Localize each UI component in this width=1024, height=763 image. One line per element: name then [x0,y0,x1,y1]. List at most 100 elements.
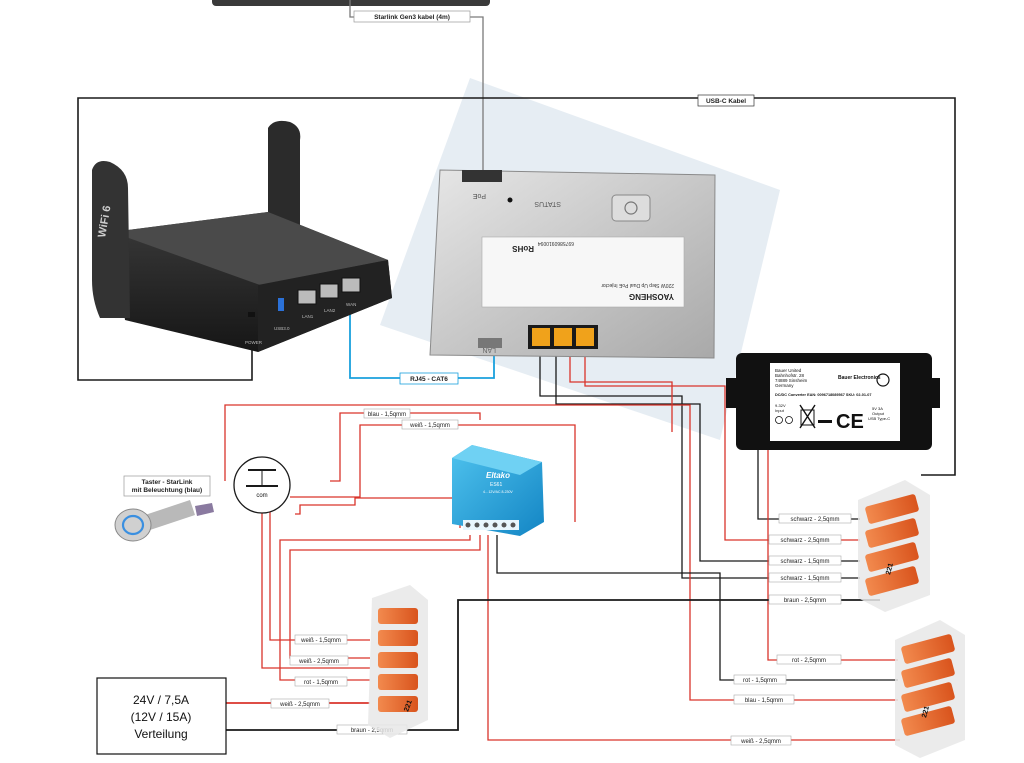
polarity-icon [775,416,783,424]
wire-label-weiss25l: weiß - 2,5qmm [279,702,320,708]
wago-left-lever [378,608,418,624]
supply-line-1: 24V / 7,5A [133,693,189,707]
injector-barcode: 6975860910094 [538,240,574,246]
injector-brand: YAOSHENG [629,292,674,301]
starlink-router-bottom [212,0,490,6]
wago-rb-lever [901,706,955,736]
travel-router: WiFi 6 POWER USB3.0 LAN1 LAN2 WAN [92,120,392,352]
wire-label-weiss15: weiß - 1,5qmm [300,638,341,644]
converter-company-2: Bahnhofstr. 28 [775,373,805,378]
wago-clamp-right-top: 221 [858,480,930,612]
poe-injector: PoE STATUS YAOSHENG 220W Step Up Dual Po… [429,169,716,359]
injector-status-led [507,197,513,203]
router-top [112,212,388,285]
starlink-cable-label: Starlink Gen3 kabel (4m) [374,14,450,21]
wire-label-weiss25: weiß - 2,5qmm [298,659,339,665]
relay-terminal [510,522,516,528]
injector-rohs: RoHS [512,244,534,253]
wago-left-text: 221 [403,699,414,712]
weee-bin-body [800,409,815,426]
wire-weiss-25-right [487,535,900,741]
router-port-label-lan2: LAN2 [324,308,336,313]
wire-label-rot15r: rot - 1,5qmm [743,678,777,684]
label-usbc: USB-C Kabel [697,94,755,107]
eltako-relay: Eltako ES61 4…12V/AC 8-230V [452,445,544,536]
polarity-icon-2 [785,416,793,424]
relay-terminal [501,522,507,528]
wire-blau-15 [330,412,481,482]
wago-rt-lever [865,494,919,524]
injector-terminal-2 [554,328,572,346]
relay-terminal [483,522,489,528]
switch-led-ring [121,514,145,536]
router-brand: WiFi 6 [96,205,113,239]
wago-left-lever [378,630,418,646]
wago-rt-text: 221 [885,562,895,575]
wire-inj-red-a [569,345,673,432]
wago-rt-lever [865,542,919,572]
router-port-usb [278,298,284,311]
converter-output-3: USB Type-C [868,416,890,421]
router-port-wan [341,277,361,293]
converter-ce: CE [836,411,864,433]
converter-brand: Bauer Electronics [838,375,881,381]
switch-title-2: mit Beleuchtung (blau) [132,487,202,494]
relay-terminal [474,522,480,528]
injector-poe-label: PoE [472,192,486,199]
injector-lan-label: LAN [482,346,496,353]
wire-label-blau15r: blau - 1,5qmm [745,698,783,704]
relay-top [452,445,542,475]
wago-left-lever [378,674,418,690]
wire-sw-to-relay [295,497,461,528]
wire-label-weiss1: weiß - 1,5qmm [409,423,450,429]
supply-box [96,677,227,755]
switch-title-1: Taster - StarLink [142,479,193,486]
dc-symbol-icon [818,420,832,423]
wire-inj-schwarz15b [539,345,860,579]
wago-left-lever [378,652,418,668]
relay-model: ES61 [490,482,502,488]
converter-output-2: Output [872,411,885,416]
wire-label-braun25: braun - 2,5qmm [784,598,826,604]
converter-company-3: 74889 Sinsheim [775,378,808,383]
wire-label-schwarz25b: schwarz - 2,5qmm [780,538,829,544]
wire-label-braun25l: braun - 2,5qmm [351,728,393,734]
wago-rb-text: 221 [921,705,931,718]
wago-left-lever [378,696,418,712]
router-antenna-left [92,161,130,318]
wire-label-schwarz15b: schwarz - 1,5qmm [780,576,829,582]
converter-ean: DC/DC Converter EAN: 0096718089567 SKU: … [775,393,871,397]
injector-terminal-1 [532,328,550,346]
power-icon [624,201,638,215]
injector-model: 220W Step Up Dual PoE Injector [601,282,674,288]
wago-rt-lever [865,518,919,548]
switch-head [114,508,152,542]
injector-power-button[interactable] [611,194,651,222]
label-rj45: RJ45 - CAT6 [399,372,459,385]
usbc-cable-label: USB-C Kabel [706,98,746,105]
relay-terminal [492,522,498,528]
supply-line-3: Verteilung [134,727,187,741]
label-starlink-cable: Starlink Gen3 kabel (4m) [353,10,471,23]
injector-terminal-3 [576,328,594,346]
wago-rb-lever [901,658,955,688]
wire-label-rot25: rot - 2,5qmm [792,658,826,664]
relay-terminal [465,522,471,528]
injector-poe-port [462,170,502,182]
converter-input-2: Input [775,408,785,413]
wire-label-group: Starlink Gen3 kabel (4m) USB-C Kabel RJ4… [270,10,852,746]
wire-label-rot15l: rot - 1,5qmm [304,680,338,686]
wire-label-schwarz15a: schwarz - 1,5qmm [780,559,829,565]
converter-output-1: 5V 3A [872,406,883,411]
injector-lan-port [478,338,502,348]
wago-rb-lever [901,634,955,664]
relay-terminals [465,522,516,528]
converter-company-1: Bauer United [775,368,802,373]
wago-rt-lever [865,566,919,596]
injector-sticker: YAOSHENG 220W Step Up Dual PoE Injector … [481,236,685,308]
wire-label-schwarz25: schwarz - 2,5qmm [790,517,839,523]
converter-input-1: 9-32V [775,403,786,408]
supply-line-2: (12V / 15A) [131,710,192,724]
